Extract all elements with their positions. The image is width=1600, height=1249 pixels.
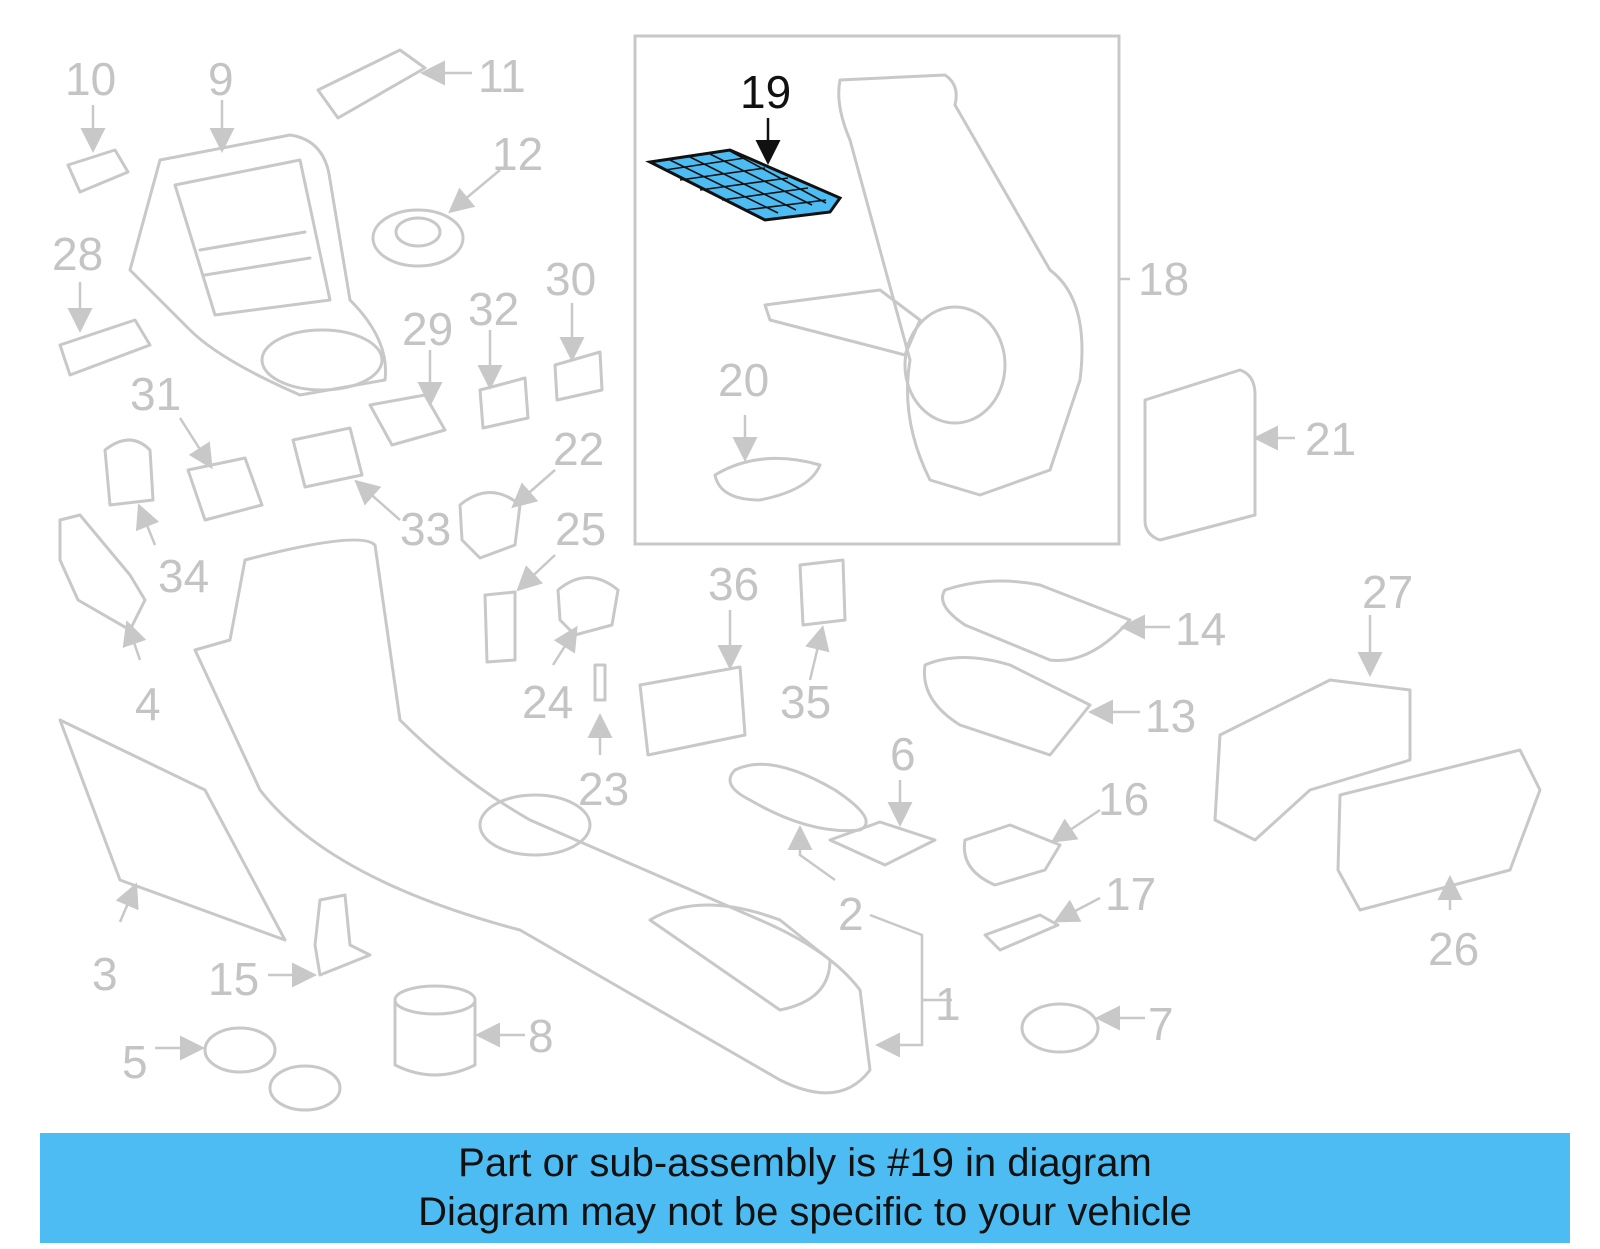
callout-17: 17 [1105,868,1156,920]
subassembly-box-18 [633,34,1121,546]
part-26 [1336,748,1542,912]
callout-29: 29 [402,303,453,355]
callout-34: 34 [158,550,209,602]
part-15 [313,893,372,977]
callout-15: 15 [208,953,259,1005]
callout-35: 35 [780,676,831,728]
part-17 [983,913,1060,952]
part-13 [922,656,1092,757]
callout-30: 30 [545,253,596,305]
callout-27: 27 [1362,566,1413,618]
callout-1: 1 [935,978,961,1030]
callout-5: 5 [122,1036,148,1088]
callout-28: 28 [52,228,103,280]
callout-3: 3 [92,948,118,1000]
callout-24: 24 [522,676,573,728]
part-2 [728,762,868,833]
part-33 [291,426,364,489]
callout-32: 32 [468,283,519,335]
callout-12: 12 [492,128,543,180]
callout-2: 2 [838,888,864,940]
callout-26: 26 [1428,923,1479,975]
part-27 [1213,678,1412,842]
caption-line-1: Part or sub-assembly is #19 in diagram [458,1141,1152,1185]
callout-labels: 10 9 11 12 28 30 32 29 31 22 33 25 34 36… [52,50,1479,1088]
part-20 [713,456,822,502]
callout-10: 10 [65,53,116,105]
part-25 [556,576,620,637]
part-29 [368,393,447,447]
part-35 [798,558,847,627]
part-12 [371,208,465,268]
callout-21: 21 [1305,413,1356,465]
callout-33: 33 [400,503,451,555]
caption-line-2: Diagram may not be specific to your vehi… [418,1190,1192,1234]
callout-25: 25 [555,503,606,555]
callout-22: 22 [553,423,604,475]
part-1-lower-console [193,538,872,1095]
part-19-highlighted [645,148,843,222]
part-6 [828,820,937,867]
part-4 [58,513,147,632]
part-9-upper-console [128,133,388,397]
part-5 [203,1026,342,1112]
part-18-armrest [763,73,1084,497]
part-36 [638,665,747,757]
part-24-23 [483,590,607,702]
callout-23: 23 [578,763,629,815]
part-3 [58,718,287,942]
callout-13: 13 [1145,690,1196,742]
callout-6: 6 [890,728,916,780]
part-14 [941,579,1132,662]
part-21 [1143,368,1257,542]
part-11 [316,48,427,120]
callout-19: 19 [740,66,791,118]
part-31 [186,456,264,522]
part-8 [393,984,477,1077]
parts-diagram: 10 9 11 12 28 30 32 29 31 22 33 25 34 36… [52,34,1542,1112]
callout-20: 20 [718,354,769,406]
callout-11: 11 [478,50,526,102]
caption-banner: Part or sub-assembly is #19 in diagram D… [40,1133,1570,1243]
callout-8: 8 [528,1010,554,1062]
callout-16: 16 [1098,773,1149,825]
part-32 [478,376,530,430]
part-22 [458,491,522,560]
part-34 [103,438,155,507]
part-30 [553,350,604,402]
callout-14: 14 [1175,603,1226,655]
callout-18: 18 [1138,253,1189,305]
callout-36: 36 [708,558,759,610]
part-28 [58,318,152,377]
part-7 [1020,1002,1100,1054]
callout-7: 7 [1148,998,1174,1050]
callout-4: 4 [135,678,161,730]
part-10 [66,148,130,194]
callout-31: 31 [130,368,181,420]
leader-lines [67,60,1463,1061]
part-16 [962,823,1062,887]
callout-9: 9 [208,53,234,105]
